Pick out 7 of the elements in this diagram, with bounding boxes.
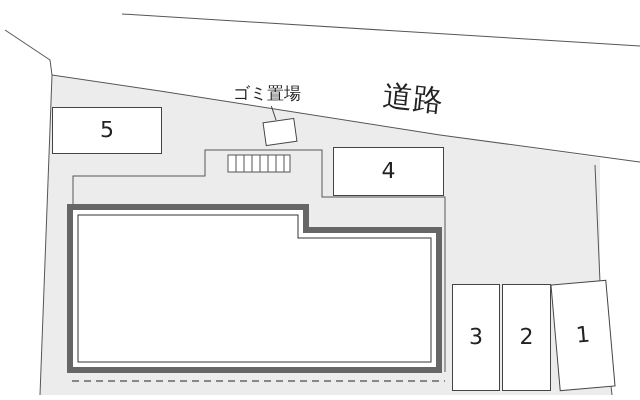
parking-space: 2: [502, 284, 551, 391]
parking-space: 4: [333, 147, 444, 196]
parking-space: 5: [52, 107, 162, 154]
road-label: 道路: [381, 76, 445, 122]
area-label: ゴミ置場: [208, 80, 326, 106]
leader-line: [270, 106, 276, 120]
parking-space: 3: [452, 284, 500, 391]
